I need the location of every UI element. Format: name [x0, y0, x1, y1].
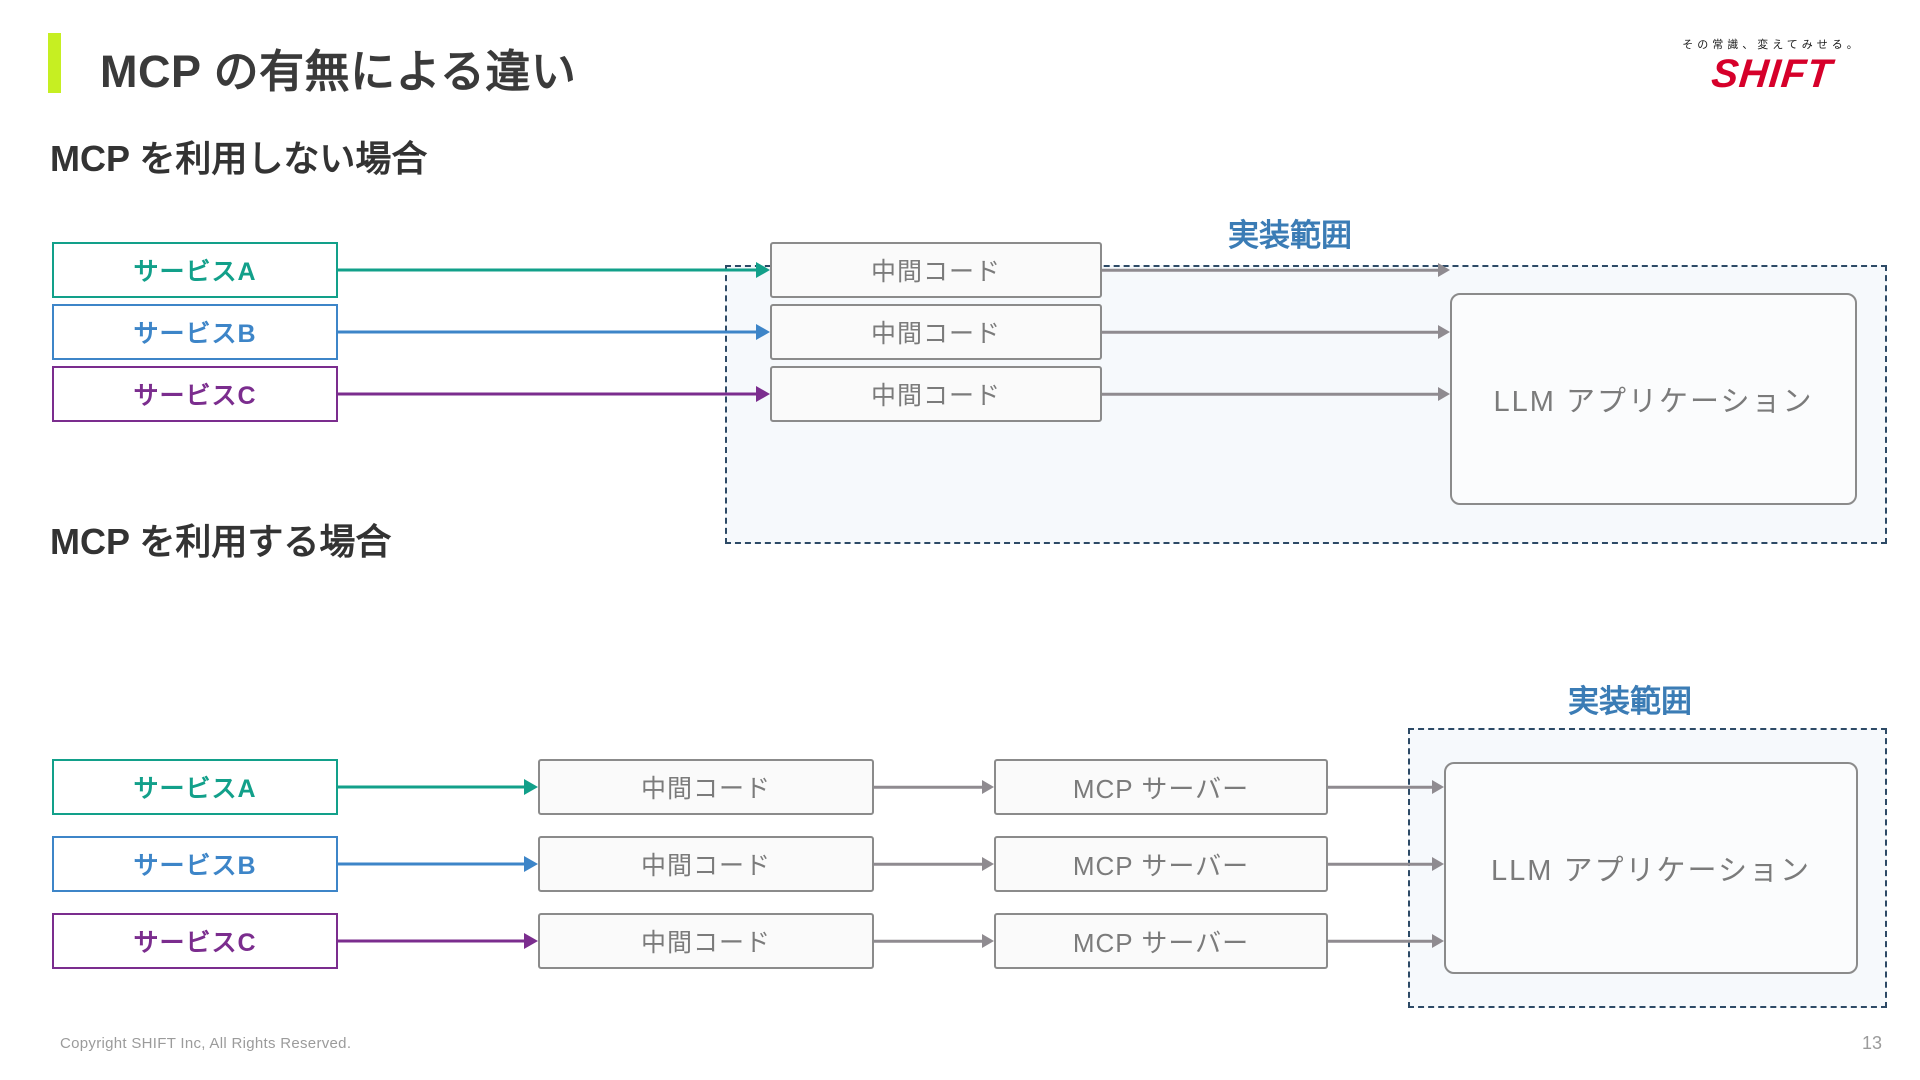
intermediate-code-box-2-bottom[interactable]: 中間コード: [538, 836, 874, 892]
service-box-c-bottom[interactable]: サービスC: [52, 913, 338, 969]
logo-wordmark: SHIFT: [1709, 52, 1835, 96]
scope-label-bottom: 実装範囲: [1568, 684, 1692, 719]
section-heading-with-mcp: MCP を利用する場合: [50, 521, 392, 562]
service-box-a-top[interactable]: サービスA: [52, 242, 338, 298]
title-accent-bar: [48, 33, 61, 93]
service-box-c-top[interactable]: サービスC: [52, 366, 338, 422]
service-box-a-bottom[interactable]: サービスA: [52, 759, 338, 815]
intermediate-code-box-2-top[interactable]: 中間コード: [770, 304, 1102, 360]
intermediate-code-box-1-top[interactable]: 中間コード: [770, 242, 1102, 298]
intermediate-code-box-3-top[interactable]: 中間コード: [770, 366, 1102, 422]
page-number: 13: [1861, 1033, 1882, 1053]
scope-label-top: 実装範囲: [1228, 218, 1352, 253]
llm-application-box-bottom[interactable]: LLM アプリケーション: [1444, 762, 1858, 974]
intermediate-code-box-3-bottom[interactable]: 中間コード: [538, 913, 874, 969]
mcp-server-box-2[interactable]: MCP サーバー: [994, 836, 1328, 892]
shift-logo: その常識、変えてみせる。 SHIFT: [1672, 36, 1872, 96]
intermediate-code-box-1-bottom[interactable]: 中間コード: [538, 759, 874, 815]
page-title: MCP の有無による違い: [100, 46, 577, 97]
service-box-b-top[interactable]: サービスB: [52, 304, 338, 360]
section-heading-no-mcp: MCP を利用しない場合: [50, 138, 428, 179]
logo-tagline: その常識、変えてみせる。: [1682, 39, 1862, 51]
llm-application-box-top[interactable]: LLM アプリケーション: [1450, 293, 1857, 505]
service-box-b-bottom[interactable]: サービスB: [52, 836, 338, 892]
mcp-server-box-3[interactable]: MCP サーバー: [994, 913, 1328, 969]
copyright-text: Copyright SHIFT Inc, All Rights Reserved…: [60, 1035, 352, 1052]
mcp-server-box-1[interactable]: MCP サーバー: [994, 759, 1328, 815]
